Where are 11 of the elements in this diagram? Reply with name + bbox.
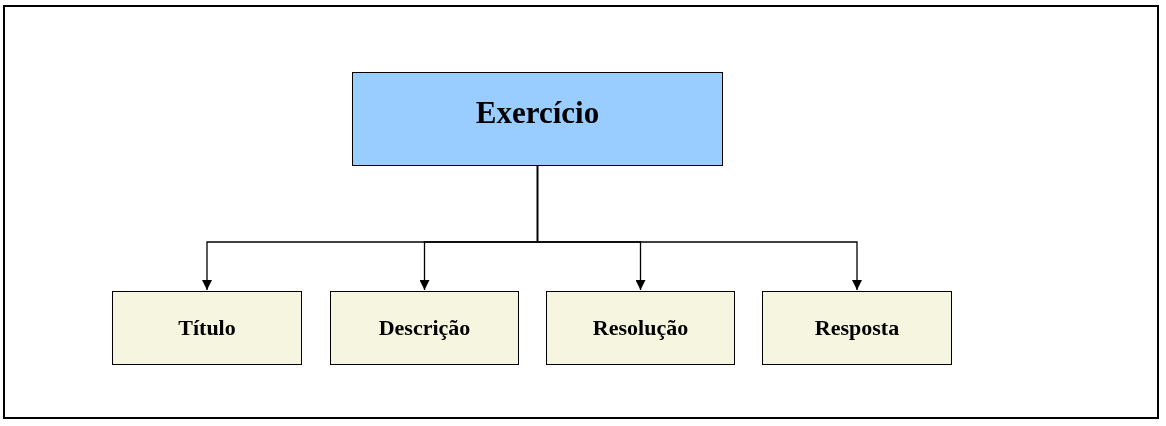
root-box bbox=[352, 72, 723, 166]
child-box bbox=[330, 291, 519, 365]
box-label: Título bbox=[178, 315, 236, 341]
box-label: Descrição bbox=[378, 315, 471, 341]
child-box bbox=[112, 291, 302, 365]
box-label: Resolução bbox=[592, 315, 689, 341]
child-box bbox=[546, 291, 735, 365]
box-label: Resposta bbox=[814, 315, 900, 341]
box-label: Exercício bbox=[475, 95, 600, 131]
child-box bbox=[762, 291, 952, 365]
connector-arrow bbox=[536, 165, 862, 291]
